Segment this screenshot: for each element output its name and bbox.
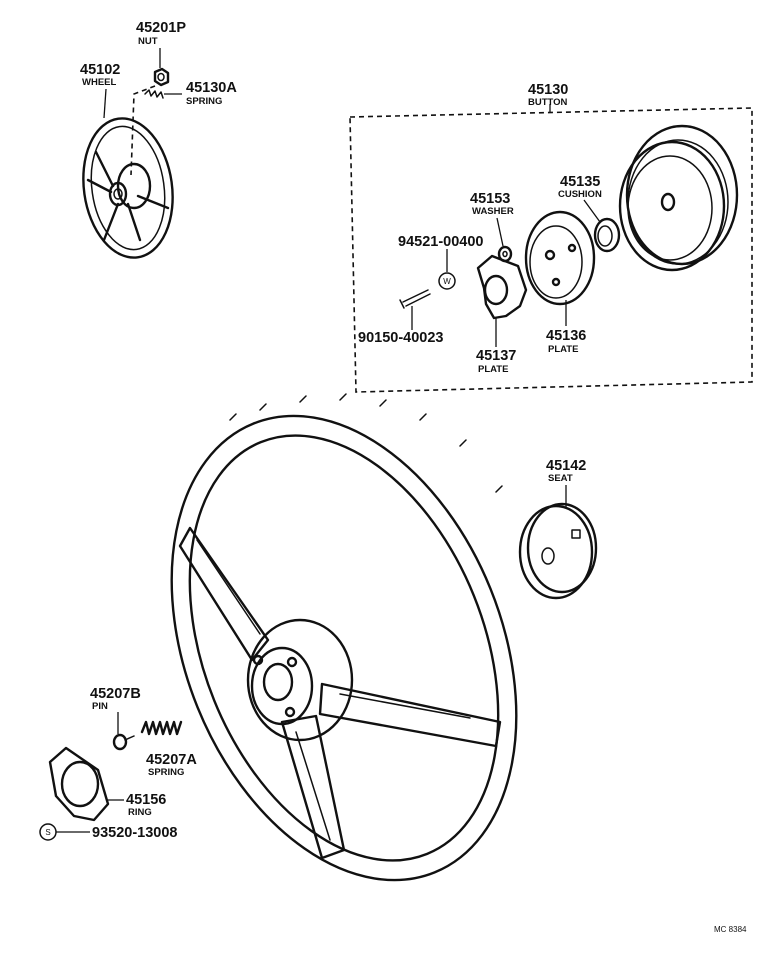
cushion-drawing	[593, 217, 621, 253]
spring-45207a-drawing	[140, 720, 183, 736]
part-number-45102: 45102	[80, 62, 120, 78]
washer-45153-drawing	[497, 245, 513, 263]
plate-45137-drawing	[476, 254, 528, 320]
part-name-washer: WASHER	[472, 206, 514, 217]
part-name-wheel: WHEEL	[82, 77, 117, 88]
part-number-45137: 45137	[476, 348, 516, 364]
part-number-45142: 45142	[546, 458, 586, 474]
button-assembly-box	[349, 107, 753, 393]
screw-90150-drawing	[399, 289, 431, 309]
part-name-plate-45136: PLATE	[548, 344, 578, 355]
seat-45142-drawing	[518, 502, 598, 600]
part-name-nut: NUT	[138, 36, 158, 47]
part-number-45135: 45135	[560, 174, 600, 190]
part-number-45201p: 45201P	[136, 20, 186, 36]
pin-45207b-drawing	[112, 733, 135, 751]
small-spring-drawing	[130, 85, 164, 176]
part-name-button: BUTTON	[528, 97, 568, 108]
s-mark: S	[39, 823, 57, 841]
part-number-45207b: 45207B	[90, 686, 141, 702]
small-nut-drawing	[153, 67, 170, 87]
part-number-90150-40023: 90150-40023	[358, 330, 443, 346]
part-number-45130: 45130	[528, 82, 568, 98]
part-number-45207a: 45207A	[146, 752, 197, 768]
part-name-spring-upper: SPRING	[186, 96, 222, 107]
part-number-45136: 45136	[546, 328, 586, 344]
part-number-45153: 45153	[470, 191, 510, 207]
part-name-seat: SEAT	[548, 473, 573, 484]
small-wheel-drawing	[82, 117, 174, 259]
washer-w-mark: W	[438, 272, 456, 290]
svg-text:W: W	[443, 277, 451, 286]
plate-45136-drawing	[524, 210, 596, 306]
part-number-45156: 45156	[126, 792, 166, 808]
part-name-plate-45137: PLATE	[478, 364, 508, 375]
part-name-pin: PIN	[92, 701, 108, 712]
part-name-spring-lower: SPRING	[148, 767, 184, 778]
part-number-45130a: 45130A	[186, 80, 237, 96]
part-name-ring: RING	[128, 807, 152, 818]
diagram-code: MC 8384	[714, 925, 747, 934]
svg-text:S: S	[45, 828, 50, 837]
part-number-94521-00400: 94521-00400	[398, 234, 483, 250]
large-wheel-drawing	[170, 393, 518, 882]
part-number-93520-13008: 93520-13008	[92, 825, 177, 841]
part-name-cushion: CUSHION	[558, 189, 602, 200]
ring-45156-drawing	[48, 746, 110, 822]
horn-button-drawing	[618, 124, 739, 272]
